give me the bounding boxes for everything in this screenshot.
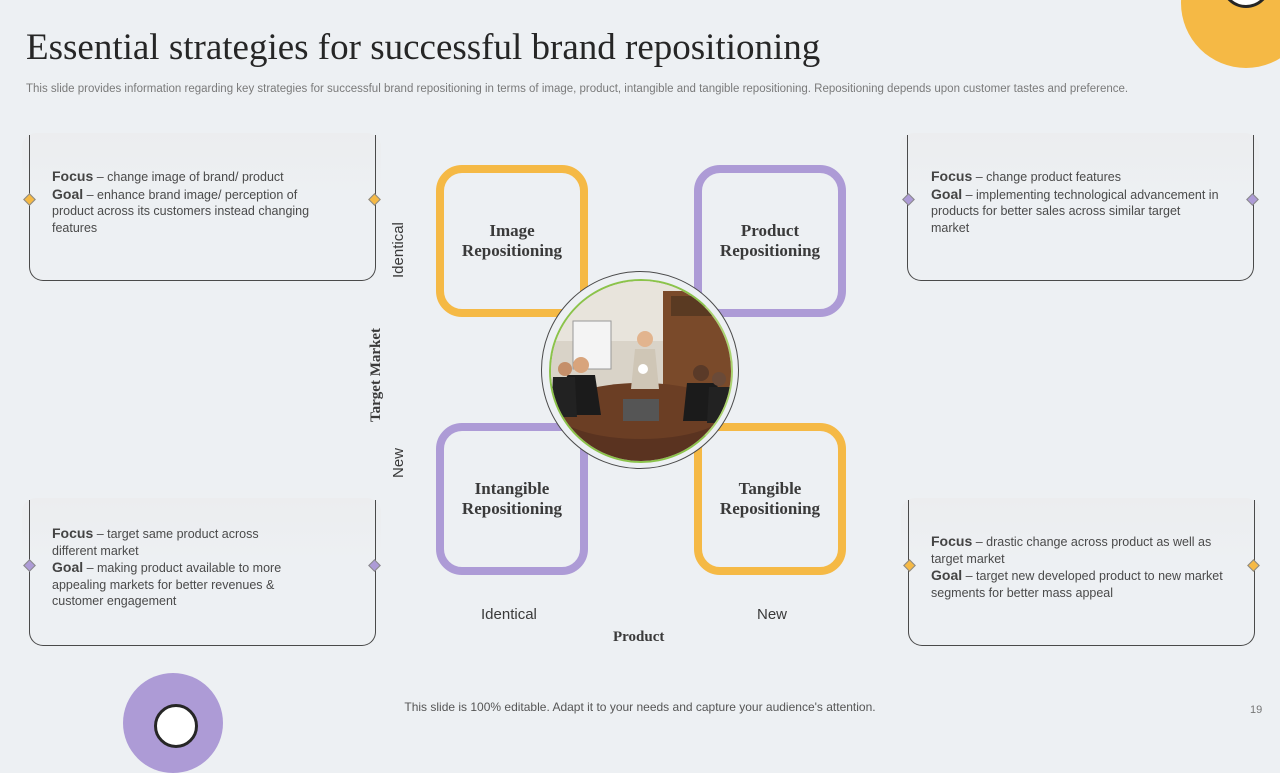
card-product-repositioning [907,135,1254,281]
card-image-repositioning [29,135,376,281]
focus-label: Focus [931,533,973,549]
goal-label: Goal [52,185,84,202]
focus-text: – target same product across different m… [52,527,259,558]
axis-x-right-label: New [757,606,788,623]
quadrant-label: Intangible Repositioning [461,479,563,518]
quadrant-label: Product Repositioning [719,221,821,260]
goal-label: Goal [931,567,963,583]
focus-text: – drastic change across product as well … [931,535,1212,566]
card-shade [22,133,381,195]
card-text: Focus – change image of brand/ product G… [52,168,320,236]
page-subtitle: This slide provides information regardin… [26,83,1129,95]
axis-y-bottom-label: New [390,447,407,478]
quadrant-tangible-repositioning: Tangible Repositioning [694,423,846,575]
decorative-ring-bottom [123,673,223,773]
quadrant-product-repositioning: Product Repositioning [694,165,846,317]
axis-x-left-label: Identical [481,606,537,623]
focus-text: – change image of brand/ product [93,170,284,184]
team-meeting-photo [549,279,733,463]
axis-y-top-label: Identical [390,222,407,278]
focus-label: Focus [931,168,973,184]
quadrant-label: Tangible Repositioning [719,479,821,518]
goal-text: – making product available to more appea… [52,561,282,608]
decorative-ring-top [1181,0,1280,68]
footer-note: This slide is 100% editable. Adapt it to… [404,700,876,714]
meeting-illustration [551,281,731,461]
focus-label: Focus [52,168,94,184]
card-text: Focus – change product features Goal – i… [931,168,1221,236]
page-number: 19 [1250,704,1263,716]
card-shade [22,498,381,560]
quadrant-label: Image Repositioning [461,221,563,260]
goal-text: – enhance brand image/ perception of pro… [52,187,310,235]
axis-x-title: Product [613,629,665,645]
page-title: Essential strategies for successful bran… [26,27,821,68]
card-tangible-repositioning [908,500,1255,646]
axis-y-title: Target Market [368,328,384,422]
goal-label: Goal [52,559,84,575]
center-photo-frame [541,271,739,469]
card-shade [901,498,1260,560]
quadrant-intangible-repositioning: Intangible Repositioning [436,423,588,575]
card-intangible-repositioning [29,500,376,646]
card-text: Focus – drastic change across product as… [931,533,1231,601]
goal-text: – implementing technological advancement… [931,187,1219,235]
focus-label: Focus [52,525,94,541]
quadrant-image-repositioning: Image Repositioning [436,165,588,317]
goal-label: Goal [931,185,963,202]
focus-text: – change product features [972,170,1121,184]
card-shade [900,133,1259,195]
card-text: Focus – target same product across diffe… [52,525,302,610]
goal-text: – target new developed product to new ma… [931,569,1223,600]
